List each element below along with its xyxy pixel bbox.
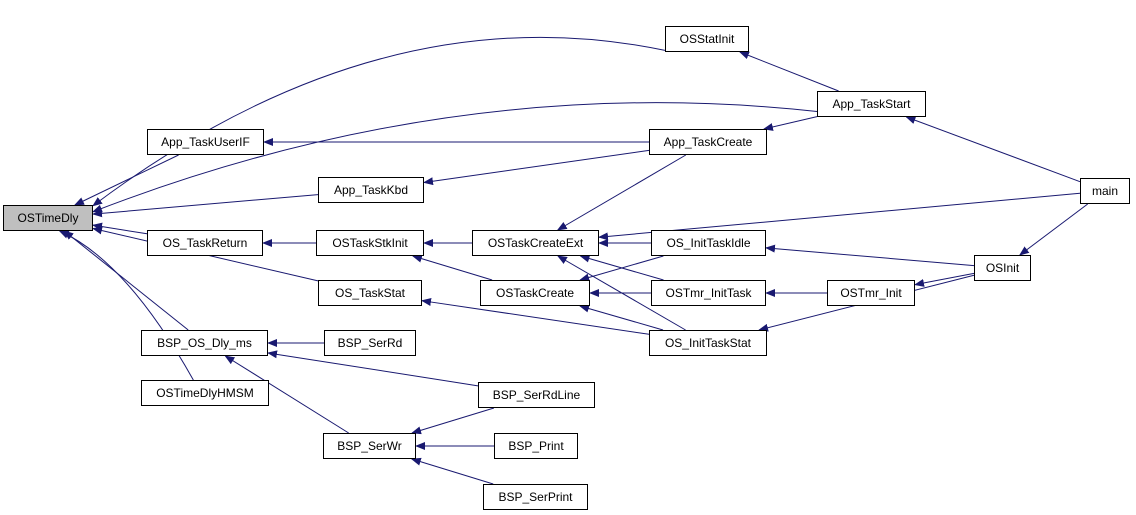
node-label: BSP_SerRd xyxy=(337,336,403,350)
edge-main-to-osinit xyxy=(1019,203,1088,256)
node-label: OSStatInit xyxy=(679,32,735,46)
node-bsp-serwr[interactable]: BSP_SerWr xyxy=(323,433,416,459)
node-label: App_TaskKbd xyxy=(333,183,409,197)
node-ostmr-init[interactable]: OSTmr_Init xyxy=(827,280,915,306)
edge-osinit-to-os_inittaskidle xyxy=(765,244,975,267)
node-label: OS_TaskReturn xyxy=(162,236,248,250)
node-ostimedly[interactable]: OSTimeDly xyxy=(3,205,93,231)
edge-os_inittaskidle-to-ostaskcreate xyxy=(579,255,664,282)
node-label: OSTmr_InitTask xyxy=(665,286,752,300)
edge-app_taskkbd-to-ostimedly xyxy=(92,194,319,218)
node-bsp-serrd[interactable]: BSP_SerRd xyxy=(324,330,416,356)
edge-main-to-ostaskcreateext xyxy=(598,192,1081,241)
node-label: OSTaskCreateExt xyxy=(487,236,584,250)
node-label: App_TaskUserIF xyxy=(161,135,250,149)
node-label: BSP_SerPrint xyxy=(498,490,573,504)
node-label: OSTaskCreate xyxy=(495,286,575,300)
edge-bsp_serrdline-to-bsp_os_dly_ms xyxy=(267,350,479,387)
node-label: OS_InitTaskIdle xyxy=(666,236,751,250)
node-app-taskkbd[interactable]: App_TaskKbd xyxy=(318,177,424,203)
edge-app_taskstart-to-osstatinit xyxy=(738,51,839,92)
node-ostaskcreateext[interactable]: OSTaskCreateExt xyxy=(472,230,599,256)
node-label: BSP_SerWr xyxy=(337,439,402,453)
edge-app_taskuserif-to-ostimedly xyxy=(74,154,179,206)
node-bsp-os-dly-ms[interactable]: BSP_OS_Dly_ms xyxy=(141,330,268,356)
node-osstatinit[interactable]: OSStatInit xyxy=(665,26,749,52)
edge-bsp_serwr-to-bsp_os_dly_ms xyxy=(224,355,349,434)
node-os-inittaskidle[interactable]: OS_InitTaskIdle xyxy=(651,230,766,256)
edge-layer xyxy=(58,36,1088,485)
node-label: main xyxy=(1091,184,1118,198)
edge-osinit-to-ostmr_init xyxy=(914,272,975,287)
node-ostmr-inittask[interactable]: OSTmr_InitTask xyxy=(651,280,766,306)
node-bsp-serrdline[interactable]: BSP_SerRdLine xyxy=(478,382,595,408)
edge-main-to-app_taskstart xyxy=(905,116,1081,183)
edge-app_taskcreate-to-ostaskcreateext xyxy=(556,154,687,231)
node-label: OS_InitTaskStat xyxy=(664,336,752,350)
node-bsp-print[interactable]: BSP_Print xyxy=(494,433,578,459)
edge-app_taskcreate-to-app_taskkbd xyxy=(423,149,650,186)
node-label: BSP_OS_Dly_ms xyxy=(157,336,252,350)
edge-os_taskreturn-to-ostimedly xyxy=(92,222,148,235)
node-os-taskreturn[interactable]: OS_TaskReturn xyxy=(147,230,263,256)
node-ostaskcreate[interactable]: OSTaskCreate xyxy=(480,280,590,306)
edge-os_inittaskstat-to-os_taskstat xyxy=(421,298,650,335)
node-label: BSP_Print xyxy=(508,439,564,453)
node-ostaskstkinit[interactable]: OSTaskStkInit xyxy=(316,230,424,256)
edge-bsp_serprint-to-bsp_serwr xyxy=(410,457,494,485)
node-label: OS_TaskStat xyxy=(334,286,406,300)
node-app-taskcreate[interactable]: App_TaskCreate xyxy=(649,129,767,155)
edge-app_taskstart-to-ostimedly xyxy=(92,102,818,213)
edge-os_inittaskstat-to-ostaskcreate xyxy=(579,304,664,331)
node-osinit[interactable]: OSInit xyxy=(974,255,1031,281)
node-app-taskuserif[interactable]: App_TaskUserIF xyxy=(147,129,264,155)
node-label: BSP_SerRdLine xyxy=(492,388,581,402)
edge-app_taskstart-to-app_taskcreate xyxy=(762,116,818,131)
node-label: OSTimeDlyHMSM xyxy=(156,386,254,400)
node-ostimedlyhmsm[interactable]: OSTimeDlyHMSM xyxy=(141,380,269,406)
node-label: OSTimeDly xyxy=(17,211,79,225)
node-bsp-serprint[interactable]: BSP_SerPrint xyxy=(483,484,588,510)
node-label: App_TaskStart xyxy=(832,97,911,111)
edge-bsp_serrdline-to-bsp_serwr xyxy=(411,407,495,435)
edge-bsp_os_dly_ms-to-ostimedly xyxy=(63,230,189,331)
node-label: OSTmr_Init xyxy=(840,286,902,300)
node-label: OSInit xyxy=(985,261,1020,275)
node-main[interactable]: main xyxy=(1080,178,1130,204)
node-os-inittaskstat[interactable]: OS_InitTaskStat xyxy=(649,330,767,356)
edge-ostaskcreate-to-ostaskstkinit xyxy=(411,254,493,281)
node-label: App_TaskCreate xyxy=(663,135,753,149)
node-label: OSTaskStkInit xyxy=(332,236,408,250)
node-app-taskstart[interactable]: App_TaskStart xyxy=(817,91,926,117)
node-os-taskstat[interactable]: OS_TaskStat xyxy=(318,280,422,306)
